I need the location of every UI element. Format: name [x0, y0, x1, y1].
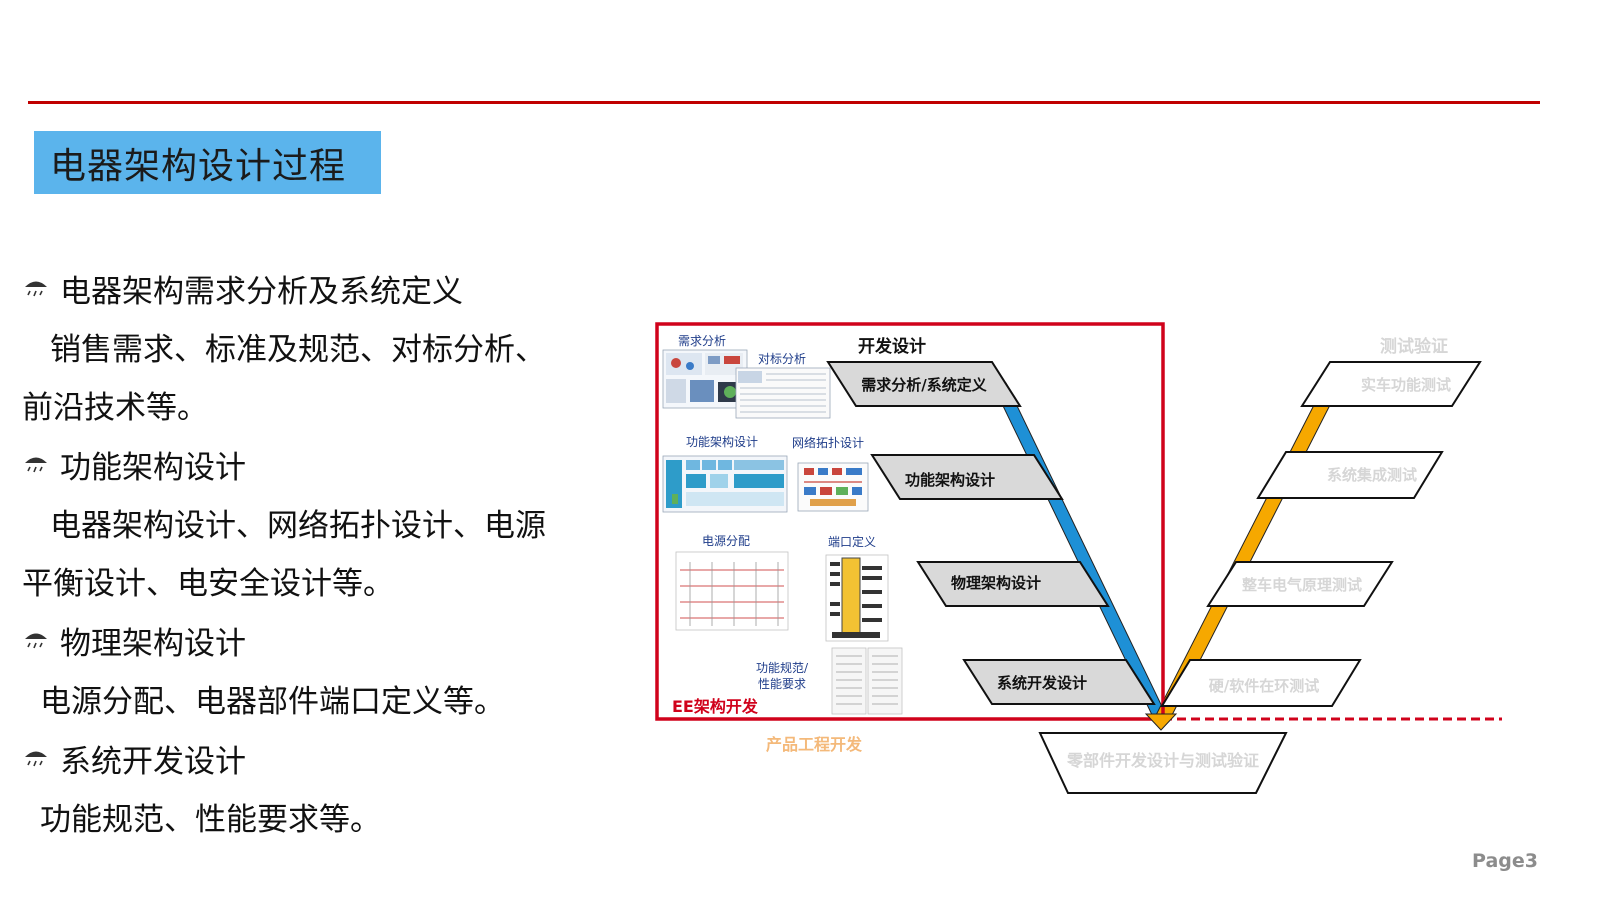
left-step-label: 功能架构设计 — [905, 471, 995, 489]
umbrella-rain-icon — [25, 633, 47, 648]
right-step-1: 实车功能测试 — [1300, 361, 1482, 407]
bullet-item: 电器架构需求分析及系统定义 — [22, 266, 463, 311]
left-step-label: 物理架构设计 — [951, 574, 1041, 592]
right-header: 测试验证 — [1380, 336, 1448, 357]
left-step-label: 需求分析/系统定义 — [861, 376, 986, 394]
title-box: 电器架构设计过程 — [34, 131, 381, 194]
thumb-spec-image — [831, 647, 903, 715]
right-step-label: 整车电气原理测试 — [1242, 576, 1362, 594]
bullet-line: 平衡设计、电安全设计等。 — [22, 566, 394, 602]
ee-label: EE架构开发 — [672, 697, 759, 716]
left-step-2: 功能架构设计 — [870, 454, 1064, 500]
thumb-caption: 需求分析 — [678, 334, 726, 348]
right-step-label: 硬/软件在环测试 — [1209, 677, 1319, 695]
bullet-line: 电器架构设计、网络拓扑设计、电源 — [50, 508, 546, 544]
thumb-caption: 电源分配 — [702, 534, 750, 548]
bullet-head-text: 电器架构需求分析及系统定义 — [60, 274, 463, 310]
bottom-step-box — [1038, 732, 1288, 794]
page-title: 电器架构设计过程 — [50, 145, 347, 187]
umbrella-rain-icon — [25, 281, 47, 296]
left-step-label: 系统开发设计 — [997, 674, 1087, 692]
left-step-1: 需求分析/系统定义 — [826, 361, 1022, 407]
thumb-caption: 功能架构设计 — [686, 434, 758, 449]
bullet-item: 物理架构设计 — [22, 618, 246, 663]
thumb-port-image — [825, 554, 889, 642]
right-step-label: 系统集成测试 — [1327, 466, 1417, 484]
thumb-requirement-image — [662, 349, 748, 409]
top-rule — [28, 101, 1540, 104]
bullet-head-text: 物理架构设计 — [60, 626, 246, 662]
bottom-step-label: 零部件开发设计与测试验证 — [1066, 751, 1259, 770]
thumb-caption: 性能要求 — [758, 677, 806, 691]
bullet-line: 前沿技术等。 — [22, 390, 208, 426]
junction-arrow-icon — [1144, 713, 1178, 731]
left-step-4: 系统开发设计 — [962, 659, 1156, 705]
thumb-benchmark-image — [735, 367, 831, 419]
thumb-power-image — [675, 551, 789, 631]
bullet-item: 功能架构设计 — [22, 442, 246, 487]
page-number: Page3 — [1472, 850, 1538, 872]
left-step-3: 物理架构设计 — [916, 561, 1110, 607]
v-model-diagram: 零部件开发设计与测试验证 开发设计 测试验证 需求分析/系统定义 功能架构设计 … — [655, 322, 1502, 794]
thumb-caption: 网络拓扑设计 — [792, 435, 864, 450]
right-step-3: 整车电气原理测试 — [1206, 561, 1394, 607]
thumb-caption: 对标分析 — [758, 352, 806, 366]
bullet-line: 功能规范、性能要求等。 — [40, 802, 381, 838]
bullet-item: 系统开发设计 — [22, 736, 246, 781]
bullet-head-text: 系统开发设计 — [60, 744, 246, 780]
thumb-network-image — [797, 462, 869, 512]
thumb-function-arch-image — [662, 455, 788, 513]
product-label: 产品工程开发 — [766, 735, 863, 754]
thumb-caption: 功能规范/ — [756, 660, 809, 675]
umbrella-rain-icon — [25, 457, 47, 472]
left-header: 开发设计 — [858, 336, 926, 357]
right-step-label: 实车功能测试 — [1361, 376, 1451, 394]
bullet-head-text: 功能架构设计 — [60, 450, 246, 486]
right-step-4: 硬/软件在环测试 — [1160, 659, 1362, 707]
bullet-line: 销售需求、标准及规范、对标分析、 — [50, 332, 546, 368]
bullet-line: 电源分配、电器部件端口定义等。 — [40, 684, 505, 720]
right-step-2: 系统集成测试 — [1256, 451, 1444, 499]
thumb-caption: 端口定义 — [828, 534, 876, 549]
umbrella-rain-icon — [25, 751, 47, 766]
ee-frame — [655, 322, 1165, 721]
